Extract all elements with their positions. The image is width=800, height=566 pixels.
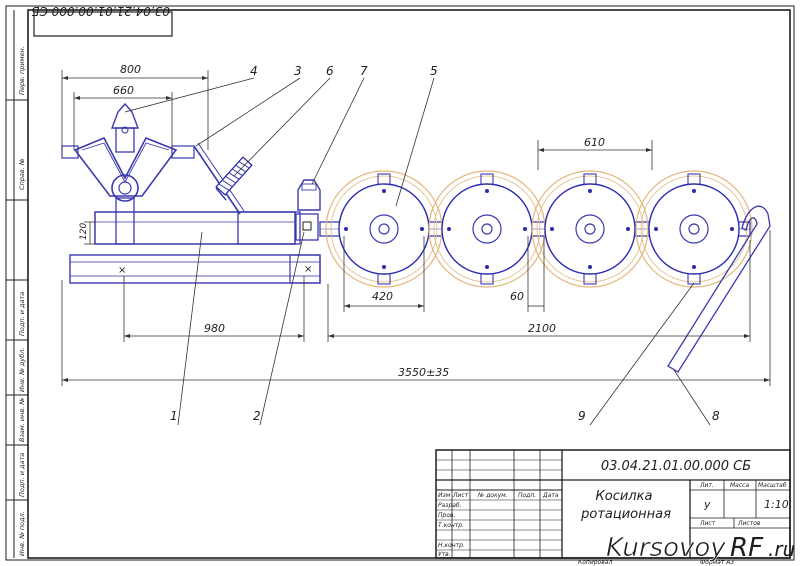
base-beam — [69, 254, 321, 284]
tb-col-list: Лист — [452, 492, 469, 499]
watermark-logo: Kursovoy RF .ru — [606, 533, 796, 564]
tb-col-podp: Подп. — [518, 492, 536, 499]
callout-8: 8 — [712, 409, 720, 423]
side-stamp-label: Инв. № дубл. — [18, 348, 26, 392]
base-beam-inner — [69, 261, 321, 277]
dim-60: 60 — [510, 290, 524, 303]
dim-120: 120 — [79, 223, 89, 240]
dim-420: 420 — [372, 290, 393, 303]
side-stamp-label: Справ. № — [18, 158, 26, 190]
frame-joint — [237, 211, 301, 245]
disc-2 — [428, 170, 546, 288]
side-stamp-label: Инв. № подл. — [18, 511, 26, 556]
format-label: Формат А3 — [700, 559, 734, 566]
base-block — [289, 254, 321, 284]
callout-2: 2 — [253, 409, 261, 423]
svg-text:RF: RF — [730, 533, 764, 563]
gearbox — [297, 179, 321, 211]
doc-number-stamp-box — [33, 11, 173, 37]
tb-col-doc: № докум. — [477, 492, 508, 499]
dim-660: 660 — [113, 84, 134, 97]
dimension-lines — [61, 70, 771, 386]
swath-guard — [667, 205, 771, 373]
side-stamp-label: Перв. примен. — [18, 46, 26, 95]
callout-1: 1 — [170, 409, 178, 423]
tb-row-razrab: Разраб. — [438, 502, 462, 509]
leader-lines — [124, 77, 711, 426]
tb-scale-value: 1:10 — [764, 498, 789, 511]
tb-row-utv: Утв. — [438, 551, 451, 558]
callout-9: 9 — [578, 409, 586, 423]
tb-col-izm: Изм — [438, 492, 451, 499]
disc-4 — [635, 170, 753, 288]
drawing-title-line1: Косилка — [596, 489, 653, 504]
callout-5: 5 — [430, 64, 438, 78]
disc-1 — [325, 170, 443, 288]
title-doc-number: 03.04.21.01.00.000 СБ — [601, 459, 751, 474]
copied-label: Копировал — [578, 559, 612, 566]
svg-text:Kursovoy: Kursovoy — [606, 533, 726, 563]
side-stamp-label: Подп. и дата — [18, 453, 26, 497]
callout-4: 4 — [250, 64, 258, 78]
tb-hdr-listov: Листов — [737, 520, 761, 527]
tb-hdr-lit: Лит. — [699, 482, 714, 489]
dim-980: 980 — [204, 322, 225, 335]
hitch-post — [115, 197, 135, 245]
inner-frame — [27, 9, 791, 559]
dim-610: 610 — [584, 136, 605, 149]
dim-800: 800 — [120, 63, 141, 76]
base-mark: × — [304, 264, 312, 275]
tb-row-tkontr: Т.контр. — [438, 522, 464, 529]
title-block — [435, 449, 791, 559]
tb-hdr-list: Лист — [699, 520, 716, 527]
doc-number-stamp: 03.04.21.01.00.000 СБ — [31, 4, 170, 18]
base-mark: × — [118, 265, 126, 276]
tb-hdr-masshtab: Масштаб — [758, 482, 787, 489]
dim-3550: 3550±35 — [398, 366, 449, 379]
brace-rod — [193, 145, 241, 215]
outer-frame — [5, 5, 795, 561]
dim-2100: 2100 — [528, 322, 556, 335]
hinge-block — [295, 213, 319, 241]
tb-col-data: Дата — [542, 492, 559, 499]
disc-3 — [531, 170, 649, 288]
tb-row-prov: Пров. — [438, 512, 456, 519]
main-frame — [94, 211, 296, 245]
svg-text:.ru: .ru — [768, 537, 795, 561]
callout-3: 3 — [294, 64, 302, 78]
side-stamp-label: Подп. и дата — [18, 292, 26, 336]
side-stamp-label: Взам. инв. № — [18, 398, 26, 442]
callout-6: 6 — [326, 64, 334, 78]
side-stamp: Перв. примен. Справ. № Подп. и дата Инв.… — [6, 10, 28, 558]
tb-hdr-massa: Масса — [730, 482, 749, 489]
callout-7: 7 — [360, 64, 368, 78]
hitch-assembly — [61, 102, 195, 202]
tb-lit-value: у — [703, 498, 711, 511]
drawing-title-line2: ротационная — [580, 507, 671, 522]
tb-row-nkontr: Н.контр. — [438, 542, 465, 549]
